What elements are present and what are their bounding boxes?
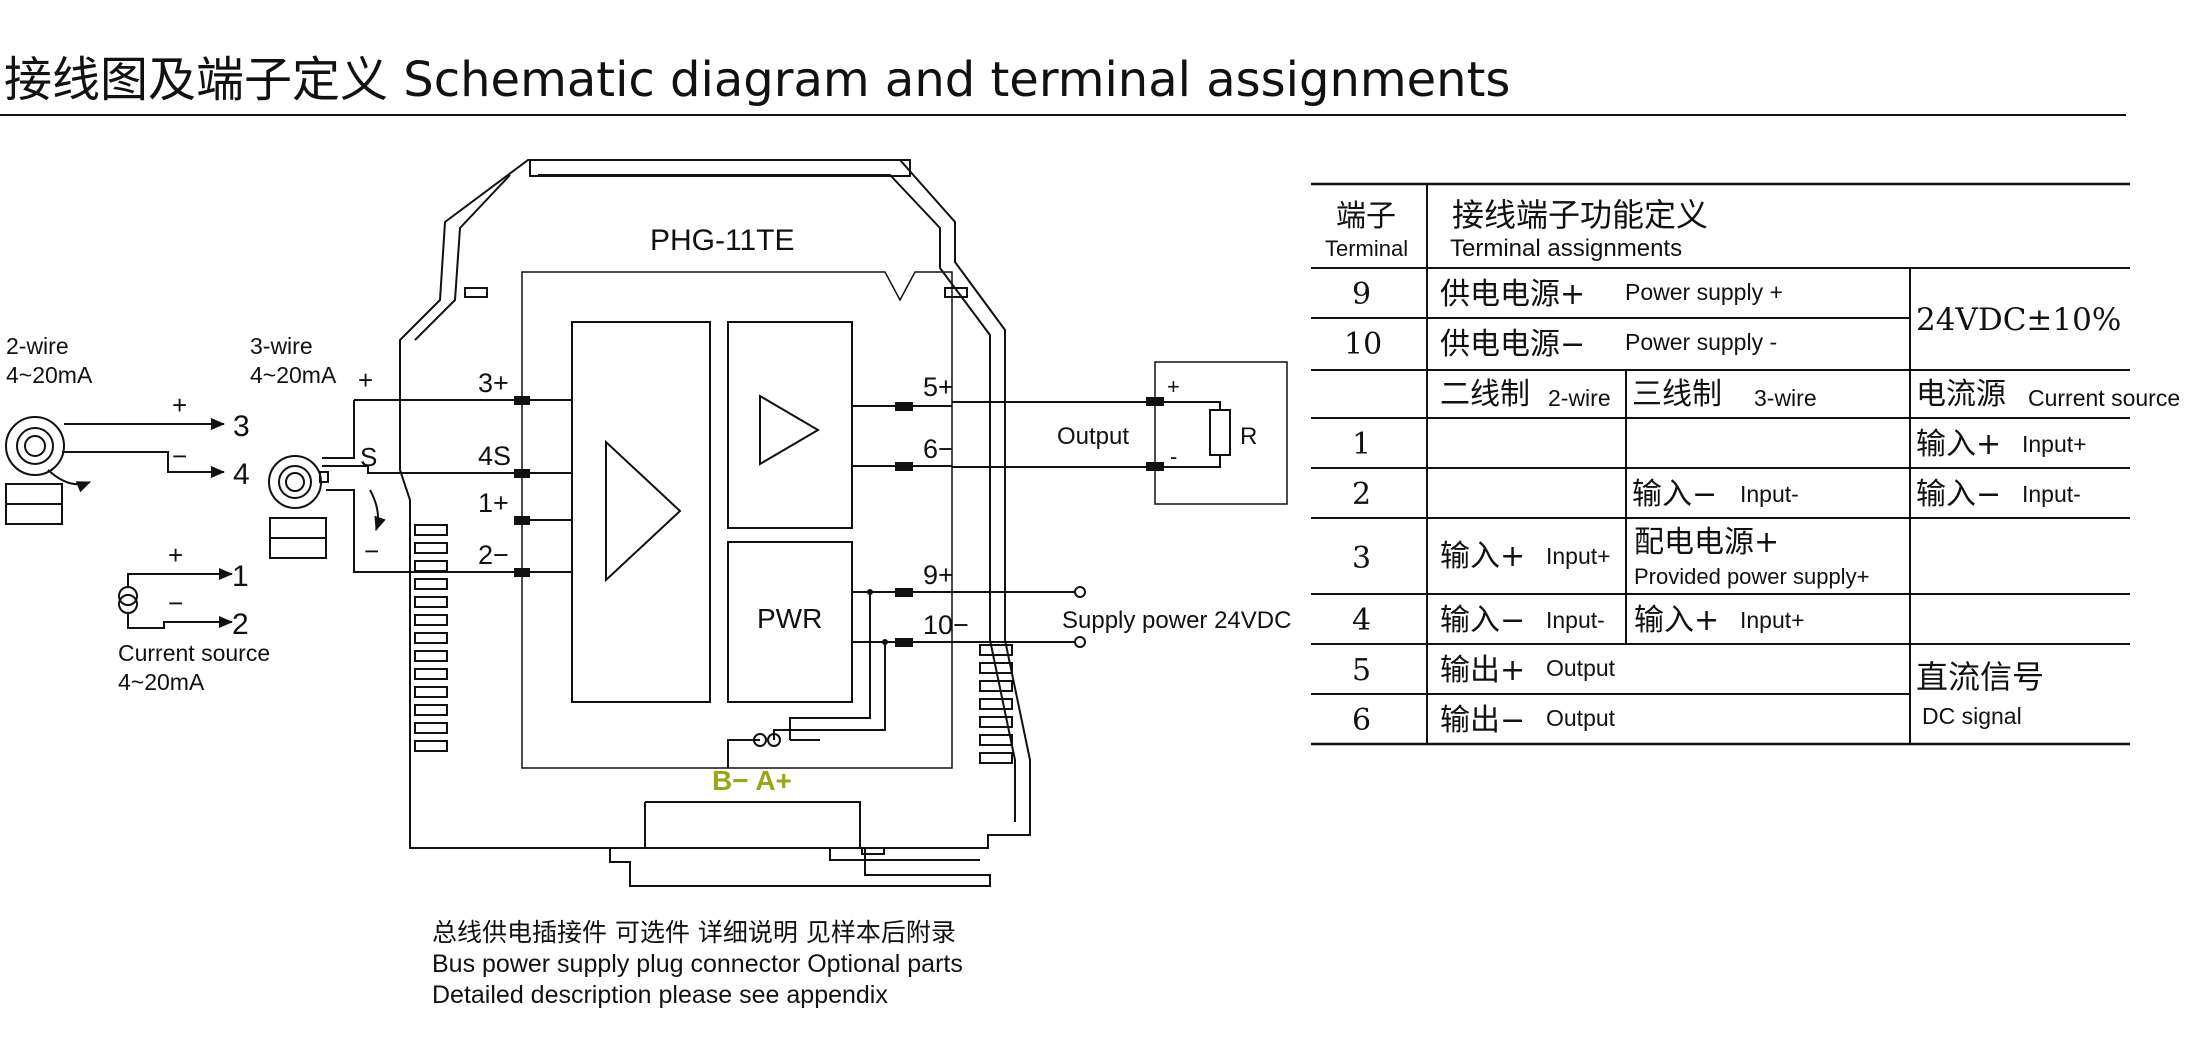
current-source-term-2: 2 <box>232 608 249 641</box>
terminal-table-grid <box>1311 182 2130 746</box>
row9-terminal: 9 <box>1352 277 1371 312</box>
current-source-minus: − <box>168 588 183 618</box>
row10-en: Power supply - <box>1625 329 1777 355</box>
row1-terminal: 1 <box>1352 427 1371 462</box>
two-wire-transmitter <box>5 416 91 525</box>
row4-two-cn: 输入− <box>1440 603 1525 638</box>
row3-terminal: 3 <box>1352 541 1371 576</box>
row6-cn: 输出− <box>1440 703 1525 738</box>
output-amplifier-icon <box>759 394 820 466</box>
row10-terminal: 10 <box>1344 327 1382 362</box>
two-wire-plus: + <box>172 390 187 420</box>
output-plus: + <box>1167 374 1180 399</box>
power-block <box>727 541 853 703</box>
terminal-label-10minus: 10− <box>923 610 969 640</box>
output-minus: - <box>1170 444 1177 469</box>
output-amplifier-block <box>727 321 853 529</box>
current-source-label-2: 4~20mA <box>118 669 205 695</box>
three-wire-s: S <box>360 442 377 472</box>
mode-three-cn: 三线制 <box>1632 377 1722 412</box>
row3-three-en: Provided power supply+ <box>1634 564 1869 589</box>
note-en-1: Bus power supply plug connector Optional… <box>432 950 963 978</box>
left-grip <box>414 524 448 752</box>
current-source <box>118 586 138 614</box>
note-en-2: Detailed description please see appendix <box>432 981 888 1009</box>
row4-three-cn: 输入+ <box>1634 603 1719 638</box>
row2-terminal: 2 <box>1352 477 1371 512</box>
three-wire-minus: − <box>364 536 379 566</box>
row1-cs-en: Input+ <box>2022 431 2087 457</box>
three-wire-transmitter <box>268 455 386 559</box>
mode-two-en: 2-wire <box>1548 385 1611 411</box>
mode-two-cn: 二线制 <box>1440 377 1530 412</box>
circuit-board-outline <box>521 271 953 769</box>
header-terminal-cn: 端子 <box>1336 199 1396 234</box>
resistor-label: R <box>1240 423 1257 450</box>
row1-cs-cn: 输入+ <box>1916 427 2001 462</box>
right-grip <box>979 644 1013 764</box>
header-func-en: Terminal assignments <box>1450 235 1682 262</box>
header-func-cn: 接线端子功能定义 <box>1452 196 1708 234</box>
two-wire-term-3: 3 <box>233 410 250 443</box>
three-wire-label-1: 3-wire <box>250 333 313 359</box>
mode-cs-en: Current source <box>2028 385 2180 411</box>
row10-cn: 供电电源− <box>1440 327 1585 362</box>
row3-two-en: Input+ <box>1546 543 1611 569</box>
row9-cn: 供电电源+ <box>1440 277 1585 312</box>
input-amplifier-block <box>571 321 711 703</box>
row4-terminal: 4 <box>1352 603 1371 638</box>
output-label: Output <box>1057 423 1129 450</box>
load-box <box>1154 361 1288 505</box>
row5-cn: 输出+ <box>1440 653 1525 688</box>
dc-signal-en: DC signal <box>1922 703 2022 729</box>
row6-terminal: 6 <box>1352 703 1371 738</box>
supply-label: Supply power 24VDC <box>1062 607 1291 634</box>
supply-value: 24VDC±10% <box>1916 302 2121 338</box>
three-wire-plus: + <box>358 365 373 395</box>
two-wire-label-2: 4~20mA <box>6 362 93 388</box>
terminal-pads <box>514 396 1164 647</box>
page-title: 接线图及端子定义 Schematic diagram and terminal … <box>4 52 1511 108</box>
row6-en: Output <box>1546 705 1616 731</box>
row2-cs-cn: 输入− <box>1916 477 2001 512</box>
terminal-label-3plus: 3+ <box>478 368 509 398</box>
two-wire-minus: − <box>172 441 187 471</box>
header-terminal-en: Terminal <box>1325 236 1408 261</box>
current-source-label-1: Current source <box>118 640 270 666</box>
row4-three-en: Input+ <box>1740 607 1805 633</box>
row2-three-en: Input- <box>1740 481 1799 507</box>
title-rule <box>0 114 2126 116</box>
mode-cs-cn: 电流源 <box>1916 377 2006 412</box>
row5-en: Output <box>1546 655 1616 681</box>
mode-three-en: 3-wire <box>1754 385 1817 411</box>
terminal-label-4s: 4S <box>478 441 511 471</box>
row3-three-cn: 配电电源+ <box>1634 525 1779 560</box>
dc-signal-cn: 直流信号 <box>1916 658 2044 696</box>
terminal-label-2minus: 2− <box>478 540 509 570</box>
two-wire-term-4: 4 <box>233 458 250 491</box>
row9-en: Power supply + <box>1625 279 1783 305</box>
three-wire-label-2: 4~20mA <box>250 362 337 388</box>
current-source-plus: + <box>168 540 183 570</box>
load-resistor <box>1209 409 1231 456</box>
input-amplifier-icon <box>605 439 682 583</box>
terminal-label-9plus: 9+ <box>923 560 954 590</box>
row2-cs-en: Input- <box>2022 481 2081 507</box>
bus-connector-label: B− A+ <box>712 765 792 796</box>
row4-two-en: Input- <box>1546 607 1605 633</box>
two-wire-label-1: 2-wire <box>6 333 69 359</box>
terminal-label-1plus: 1+ <box>478 488 509 518</box>
current-source-term-1: 1 <box>232 560 249 593</box>
terminal-label-5plus: 5+ <box>923 372 954 402</box>
power-block-label: PWR <box>757 603 822 634</box>
terminal-label-6minus: 6− <box>923 434 954 464</box>
row5-terminal: 5 <box>1352 653 1371 688</box>
row3-two-cn: 输入+ <box>1440 539 1525 574</box>
device-housing <box>399 159 1031 887</box>
row2-three-cn: 输入− <box>1632 477 1717 512</box>
device-model: PHG-11TE <box>650 224 794 257</box>
note-cn: 总线供电插接件 可选件 详细说明 见样本后附录 <box>432 918 956 947</box>
